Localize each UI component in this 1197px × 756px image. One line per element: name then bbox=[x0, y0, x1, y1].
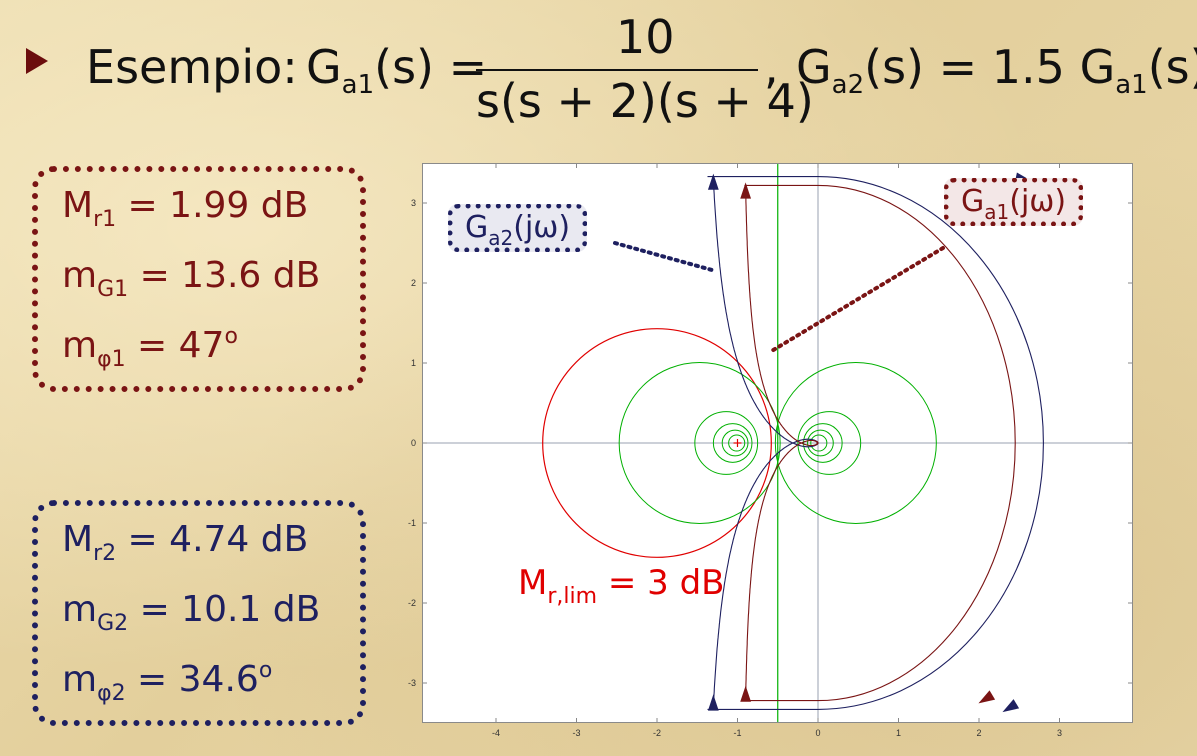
m-circle-green bbox=[774, 362, 937, 524]
x-tick-label: 3 bbox=[1057, 728, 1062, 738]
y-tick-label: 2 bbox=[411, 278, 416, 288]
m-circle-green bbox=[618, 362, 781, 524]
x-tick-label: 0 bbox=[815, 728, 820, 738]
margins-box-ga1: Mr1 = 1.99 dB mG1 = 13.6 dB mφ1 = 47o bbox=[32, 166, 366, 392]
m-circle-green bbox=[721, 429, 749, 457]
y-tick-label: -2 bbox=[408, 598, 416, 608]
direction-arrow-ga1-arc-lower bbox=[978, 690, 996, 704]
nyquist-ga2-positive bbox=[707, 438, 819, 710]
gain-margin-1: mG1 = 13.6 dB bbox=[62, 255, 321, 302]
ga1-definition-lhs: Ga1(s) = bbox=[306, 40, 488, 100]
fraction-numerator: 10 bbox=[616, 10, 675, 64]
x-tick-label: 2 bbox=[976, 728, 981, 738]
m-circle-green bbox=[728, 434, 746, 452]
y-tick-label: 1 bbox=[411, 358, 416, 368]
fraction-bar bbox=[476, 69, 758, 71]
m-circle-green bbox=[712, 423, 753, 463]
m-circle-green bbox=[803, 423, 843, 463]
separator: , bbox=[764, 40, 779, 94]
y-tick-label: 3 bbox=[411, 198, 416, 208]
closing-arc-ga2 bbox=[713, 176, 1044, 710]
ga2-definition: Ga2(s) = 1.5 Ga1(s) bbox=[796, 40, 1197, 100]
x-tick-label: -4 bbox=[492, 728, 500, 738]
y-tick-label: 0 bbox=[411, 438, 416, 448]
x-tick-label: -2 bbox=[653, 728, 661, 738]
nyquist-ga2-negative bbox=[707, 176, 819, 448]
nyquist-ga1-negative bbox=[744, 184, 819, 447]
direction-arrow-ga2-top bbox=[707, 173, 719, 190]
m-circle-green bbox=[810, 434, 828, 452]
fraction-denominator: s(s + 2)(s + 4) bbox=[476, 74, 814, 128]
y-tick-label: -3 bbox=[408, 678, 416, 688]
ga1-leader-line bbox=[768, 246, 945, 354]
m-circle-3db bbox=[542, 328, 772, 558]
gain-margin-2: mG2 = 10.1 dB bbox=[62, 589, 321, 636]
m-circle-green bbox=[807, 429, 834, 457]
title-prefix: Esempio: bbox=[86, 40, 298, 94]
y-tick-label: -1 bbox=[408, 518, 416, 528]
direction-arrow-ga2-bottom bbox=[707, 694, 719, 711]
direction-arrow-ga2-arc-lower bbox=[1002, 699, 1020, 713]
ga2-leader-line bbox=[613, 241, 714, 272]
x-tick-label: 1 bbox=[896, 728, 901, 738]
phase-margin-2: mφ2 = 34.6o bbox=[62, 658, 273, 706]
bullet-arrow-icon bbox=[26, 48, 48, 74]
phase-margin-1: mφ1 = 47o bbox=[62, 324, 238, 372]
closing-arc-ga1 bbox=[745, 184, 1016, 702]
margins-box-ga2: Mr2 = 4.74 dB mG2 = 10.1 dB mφ2 = 34.6o bbox=[32, 500, 366, 726]
plot-frame bbox=[422, 163, 1133, 723]
x-tick-label: -1 bbox=[733, 728, 741, 738]
direction-arrow-ga1-top bbox=[740, 182, 752, 199]
m-circle-green bbox=[797, 411, 862, 475]
resonance-peak-1: Mr1 = 1.99 dB bbox=[62, 185, 309, 232]
mr-limit-label: Mr,lim = 3 dB bbox=[518, 563, 725, 609]
ga2-callout: Ga2(jω) bbox=[448, 204, 588, 252]
m-circle-green bbox=[694, 411, 759, 475]
nyquist-ga1-positive bbox=[744, 439, 819, 702]
resonance-peak-2: Mr2 = 4.74 dB bbox=[62, 519, 309, 566]
x-tick-label: -3 bbox=[572, 728, 580, 738]
title-formula: Esempio: Ga1(s) = 10 s(s + 2)(s + 4) , G… bbox=[24, 10, 1197, 132]
direction-arrow-ga1-bottom bbox=[740, 685, 752, 702]
ga1-callout: Ga1(jω) bbox=[944, 178, 1084, 226]
